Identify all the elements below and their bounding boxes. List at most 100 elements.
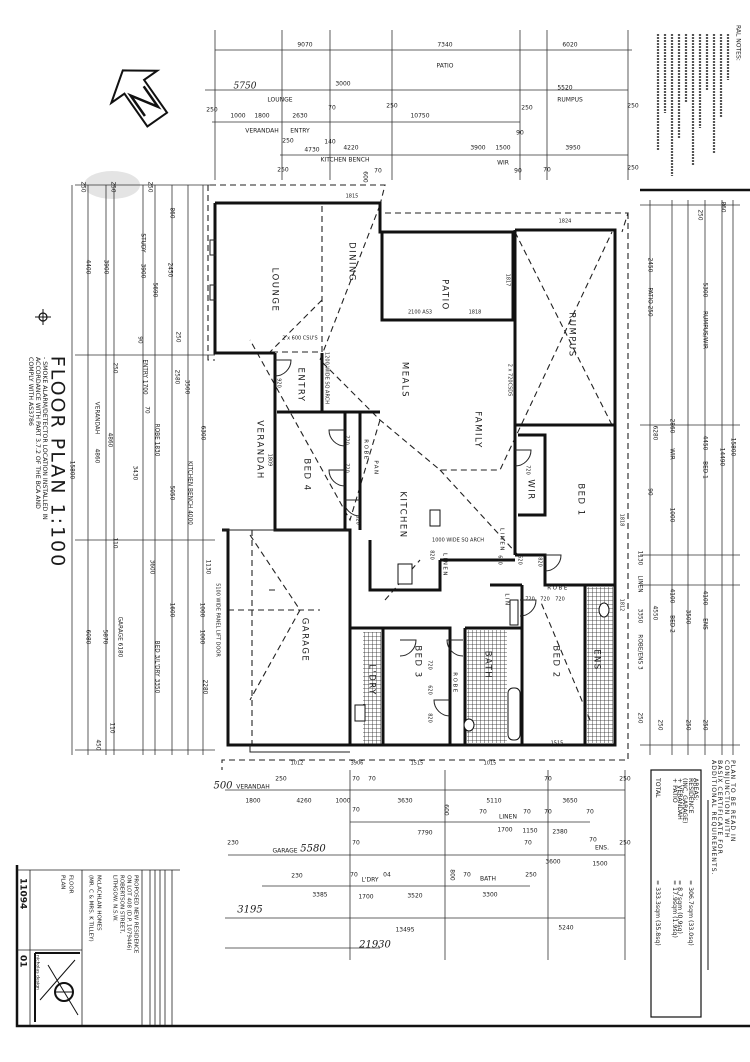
dimension-label: 250 bbox=[619, 776, 631, 783]
dimension-label: 6280 bbox=[652, 426, 658, 441]
plan-annotation: 620 bbox=[427, 685, 433, 695]
dimension-label: 4100 bbox=[702, 591, 708, 606]
plan-annotation: 820 bbox=[355, 515, 361, 525]
dimension-label: 7790 bbox=[417, 830, 432, 837]
dimension-label: ENTRY bbox=[290, 128, 310, 135]
firm-logo bbox=[39, 959, 79, 1016]
dimension-label: 3195 bbox=[237, 905, 262, 916]
dimension-label: 2450 bbox=[647, 258, 653, 273]
sheet-number: 01 bbox=[18, 955, 28, 968]
page-title: FLOOR PLAN 1:100 bbox=[47, 356, 69, 568]
plan-annotation: 720 bbox=[344, 435, 350, 445]
dimension-label: 250 bbox=[619, 840, 631, 847]
dimension-label: BED 1 bbox=[702, 461, 708, 479]
plan-annotation: 720 bbox=[427, 660, 433, 670]
area-row-value: = 8.7sqm (0.9sq) bbox=[676, 880, 683, 934]
dimension-label: 70 bbox=[352, 807, 360, 814]
dimension-label: 250 bbox=[147, 181, 153, 192]
dimension-label: 860 bbox=[169, 207, 175, 218]
dimension-label: ENS bbox=[702, 618, 708, 630]
dimension-label: 500 bbox=[213, 781, 233, 792]
dimension-label: 4550 bbox=[652, 606, 658, 621]
dimension-label: 70 bbox=[350, 872, 358, 879]
smoke-detector-icon bbox=[35, 309, 51, 325]
dimension-label: 15800 bbox=[730, 438, 736, 457]
area-row-value: = 306.7sqm (33.0sq) bbox=[687, 880, 694, 946]
dimension-label: 4400 bbox=[85, 260, 91, 275]
dimension-label: 1130 bbox=[637, 551, 643, 566]
dimension-label: ENTRY 1700 bbox=[142, 359, 148, 395]
room-label: ROBE bbox=[452, 672, 458, 693]
dimension-label: 1500 bbox=[495, 145, 510, 152]
dimension-label: L'DRY bbox=[361, 877, 378, 884]
dimension-label: 1600 bbox=[169, 603, 175, 618]
dimension-label: 90 bbox=[514, 168, 522, 175]
dimension-label: 2280 bbox=[202, 680, 208, 695]
room-label: LINEN bbox=[442, 553, 448, 577]
plan-annotation: 2 x 600 CSU'S bbox=[282, 336, 317, 342]
dimension-label: 70 bbox=[352, 776, 360, 783]
dimension-label: 250 bbox=[275, 776, 287, 783]
plan-annotation: 1818 bbox=[619, 514, 625, 527]
dimension-label: 14490 bbox=[719, 448, 725, 467]
dimension-label: 7340 bbox=[437, 42, 452, 49]
dimension-label: 250 bbox=[112, 362, 118, 373]
dimension-label: 2380 bbox=[552, 829, 567, 836]
dimension-label: 230 bbox=[227, 840, 239, 847]
dimension-label: 2860 bbox=[669, 419, 675, 434]
client-line: (MR. C & MRS. K TILLEY) bbox=[88, 875, 94, 942]
dimension-label: RUMPUS bbox=[557, 97, 583, 104]
room-label: BED 3 bbox=[413, 645, 423, 678]
plan-annotation: 1000 WIDE SQ ARCH bbox=[432, 538, 484, 544]
dimension-label: WIR bbox=[669, 448, 675, 459]
dimension-label: 3900 bbox=[140, 264, 146, 279]
room-label: PAN bbox=[373, 460, 379, 475]
dimension-lines bbox=[71, 30, 740, 960]
dimension-label: VERANDAH bbox=[236, 784, 270, 791]
wall-length-label: 3906 bbox=[351, 761, 364, 767]
dimension-label: 3600 bbox=[149, 560, 155, 575]
fixtures bbox=[354, 509, 610, 741]
title-block-frame bbox=[17, 869, 180, 1025]
dimension-label: BED 2 bbox=[669, 615, 675, 633]
dimension-label: 1000 bbox=[230, 113, 245, 120]
dimension-label: 3600 bbox=[545, 859, 560, 866]
dimension-label: LOUNGE bbox=[267, 97, 292, 104]
plan-annotation: 720 bbox=[344, 463, 350, 473]
dimension-label: 110 bbox=[109, 722, 115, 733]
project-address-line: ROBERTSON STREET, bbox=[119, 875, 125, 934]
dimension-label: 3500 bbox=[685, 610, 691, 625]
dimension-label: 1700 bbox=[497, 827, 512, 834]
room-label: BED 2 bbox=[551, 645, 561, 678]
plan-annotation: 920 bbox=[276, 378, 282, 388]
dimension-label: 250 bbox=[685, 719, 691, 730]
dimension-label: BED 3/L'DRY 3350 bbox=[154, 641, 160, 694]
wall-length-label: 1015 bbox=[484, 761, 497, 767]
dimension-label: 3350 bbox=[637, 609, 643, 624]
wall-length-label: 1012 bbox=[291, 761, 304, 767]
dimension-label: 110 bbox=[112, 537, 118, 548]
dimension-label: 70 bbox=[524, 840, 532, 847]
dimension-label: 250 bbox=[521, 105, 533, 112]
plan-annotation: 1824 bbox=[559, 219, 572, 225]
dimension-label: PATIO 250 bbox=[647, 287, 653, 317]
room-label: WIR bbox=[526, 479, 536, 500]
dimension-label: 5300 bbox=[702, 283, 708, 298]
area-row-label: TOTAL bbox=[654, 777, 661, 798]
dimension-label: 1000 bbox=[335, 798, 350, 805]
basix-note-line: PLAN TO BE READ IN bbox=[729, 760, 736, 843]
room-label: MEALS bbox=[400, 362, 410, 398]
room-label: FAMILY bbox=[473, 411, 483, 449]
dimension-label: 70 bbox=[463, 872, 471, 879]
room-label: BED 1 bbox=[576, 483, 586, 516]
dimension-label: 1700 bbox=[358, 894, 373, 901]
area-row-value: = 333.3sqm (35.8sq) bbox=[654, 880, 661, 946]
dimension-label: 90 bbox=[137, 336, 143, 344]
dimension-label: 5750 bbox=[234, 82, 257, 92]
area-row-label: RESIDENCE bbox=[687, 778, 694, 814]
dimension-label: 250 bbox=[637, 712, 643, 723]
dimension-label: 70 bbox=[328, 105, 336, 112]
roof-outline bbox=[207, 184, 629, 770]
project-address-line: PROPOSED NEW RESIDENCE bbox=[133, 875, 139, 954]
dimension-label: 1000 bbox=[669, 508, 675, 523]
